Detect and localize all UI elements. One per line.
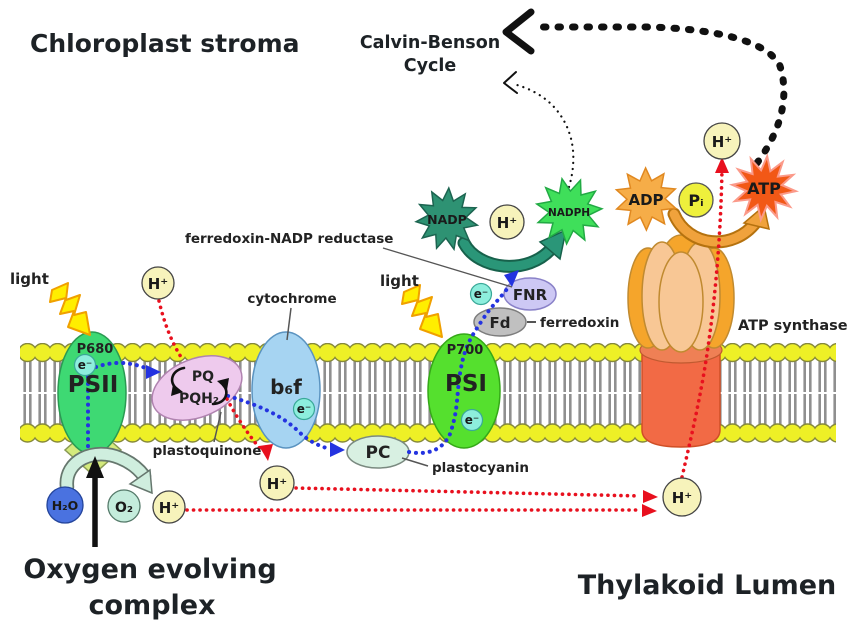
pc-label: PC [366, 443, 391, 463]
electron-arrowhead-to-fnr [504, 270, 519, 287]
h-plus-label: H⁺ [148, 275, 168, 293]
electron-label: e⁻ [474, 287, 488, 301]
proton-arrowhead-upper [643, 490, 658, 503]
atp-synthase-annotation: ATP synthase [738, 318, 848, 334]
h-plus-lumen-synthase: H⁺ [662, 477, 702, 517]
electron-b6f: e⁻ [292, 397, 316, 421]
h-plus-label: H⁺ [672, 489, 692, 507]
h-plus-near-nadp: H⁺ [489, 204, 525, 240]
light-label-psi: light [380, 272, 419, 290]
nadp-burst: NADP [414, 186, 480, 252]
psi-label: PSI [445, 371, 487, 397]
calvin-cycle-line2: Cycle [404, 56, 457, 76]
atp-synthase-stalk [641, 349, 721, 448]
oec-heading-line1: Oxygen evolving [23, 554, 276, 585]
atp-synthase-head [627, 234, 735, 353]
nadp-reduction-arrow [457, 228, 568, 273]
ferredoxin-carrier [473, 307, 527, 337]
water-splitting-arrow [59, 446, 153, 495]
pi-molecule: Pᵢ [678, 182, 714, 218]
nadp-label: NADP [427, 212, 467, 227]
fnr-pointer-line [382, 247, 513, 288]
oec-heading-line2: complex [89, 590, 216, 621]
light-label-psii: light [10, 270, 49, 288]
electron-psii: e⁻ [73, 353, 97, 377]
electron-label: e⁻ [465, 413, 479, 427]
stroma-heading: Chloroplast stroma [30, 29, 300, 58]
calvin-cycle-line1: Calvin-Benson [360, 33, 500, 53]
fnr-label: FNR [513, 286, 548, 304]
electron-arrowhead-to-pq [146, 365, 161, 379]
ferredoxin-annotation: ferredoxin [540, 315, 619, 331]
lightning-bolt-psi [401, 284, 443, 338]
h-plus-label: H⁺ [497, 214, 517, 232]
psii-reaction-center-label: P680 [77, 342, 114, 357]
fnr-annotation: ferredoxin-NADP reductase [185, 231, 393, 247]
nadph-burst: NADPH [534, 176, 604, 246]
proton-arrowhead-to-lumen [259, 444, 273, 461]
electron-fnr: e⁻ [469, 282, 493, 306]
atp-burst: ATP [728, 152, 800, 224]
electron-transport-path [86, 283, 512, 455]
h-plus-label: H⁺ [159, 499, 179, 517]
electron-label: e⁻ [297, 402, 311, 416]
lightning-bolt-psii [49, 282, 91, 336]
fd-label: Fd [490, 314, 511, 332]
h-plus-label: H⁺ [267, 475, 287, 493]
o2-molecule: O₂ [107, 489, 141, 523]
h-plus-label: H⁺ [712, 133, 732, 151]
proton-arrowhead-out-of-synthase [715, 157, 729, 173]
h-plus-lumen-left: H⁺ [152, 490, 186, 524]
cytochrome-annotation: cytochrome [247, 291, 336, 307]
adp-burst: ADP [614, 166, 678, 232]
h2o-molecule: H₂O [46, 486, 84, 524]
pq-cycle-arrowhead-down [171, 384, 183, 396]
o2-label: O₂ [115, 500, 133, 516]
h-plus-above-atp: H⁺ [703, 122, 741, 160]
atp-label: ATP [747, 179, 781, 198]
cytochrome-pointer-line [286, 307, 292, 341]
electron-label: e⁻ [78, 358, 92, 372]
lumen-heading: Thylakoid Lumen [578, 570, 837, 601]
fnr-enzyme [503, 277, 557, 311]
h-plus-stroma-left: H⁺ [141, 266, 175, 300]
h-plus-lumen-b6f: H⁺ [259, 465, 295, 501]
psi-reaction-center-label: P700 [447, 343, 484, 358]
h2o-label: H₂O [52, 498, 79, 513]
adp-label: ADP [628, 191, 663, 209]
proton-arrowhead-lower [642, 504, 657, 517]
nadph-label: NADPH [548, 207, 590, 219]
atp-synthase [627, 234, 735, 448]
plastoquinone-pointer-line [213, 411, 222, 443]
pq-cycle-arrowhead-up [217, 378, 229, 390]
plastocyanin-pointer-line [401, 457, 429, 467]
pq-label: PQ [192, 369, 214, 385]
b6f-label: b₆f [270, 375, 302, 399]
electron-psi: e⁻ [460, 408, 484, 432]
psii-label: PSII [68, 372, 119, 398]
atp-to-calvin-arrow [502, 8, 788, 167]
electron-arrowhead-to-pc [330, 442, 345, 457]
pqh2-label: PQH₂ [179, 391, 219, 407]
plastocyanin-annotation: plastocyanin [432, 460, 529, 476]
proton-path [157, 166, 724, 512]
nadph-to-calvin-arrow [503, 71, 575, 189]
oec-pointer-arrow [86, 456, 104, 547]
pi-label: Pᵢ [688, 191, 703, 210]
plastoquinone-annotation: plastoquinone [153, 443, 262, 459]
